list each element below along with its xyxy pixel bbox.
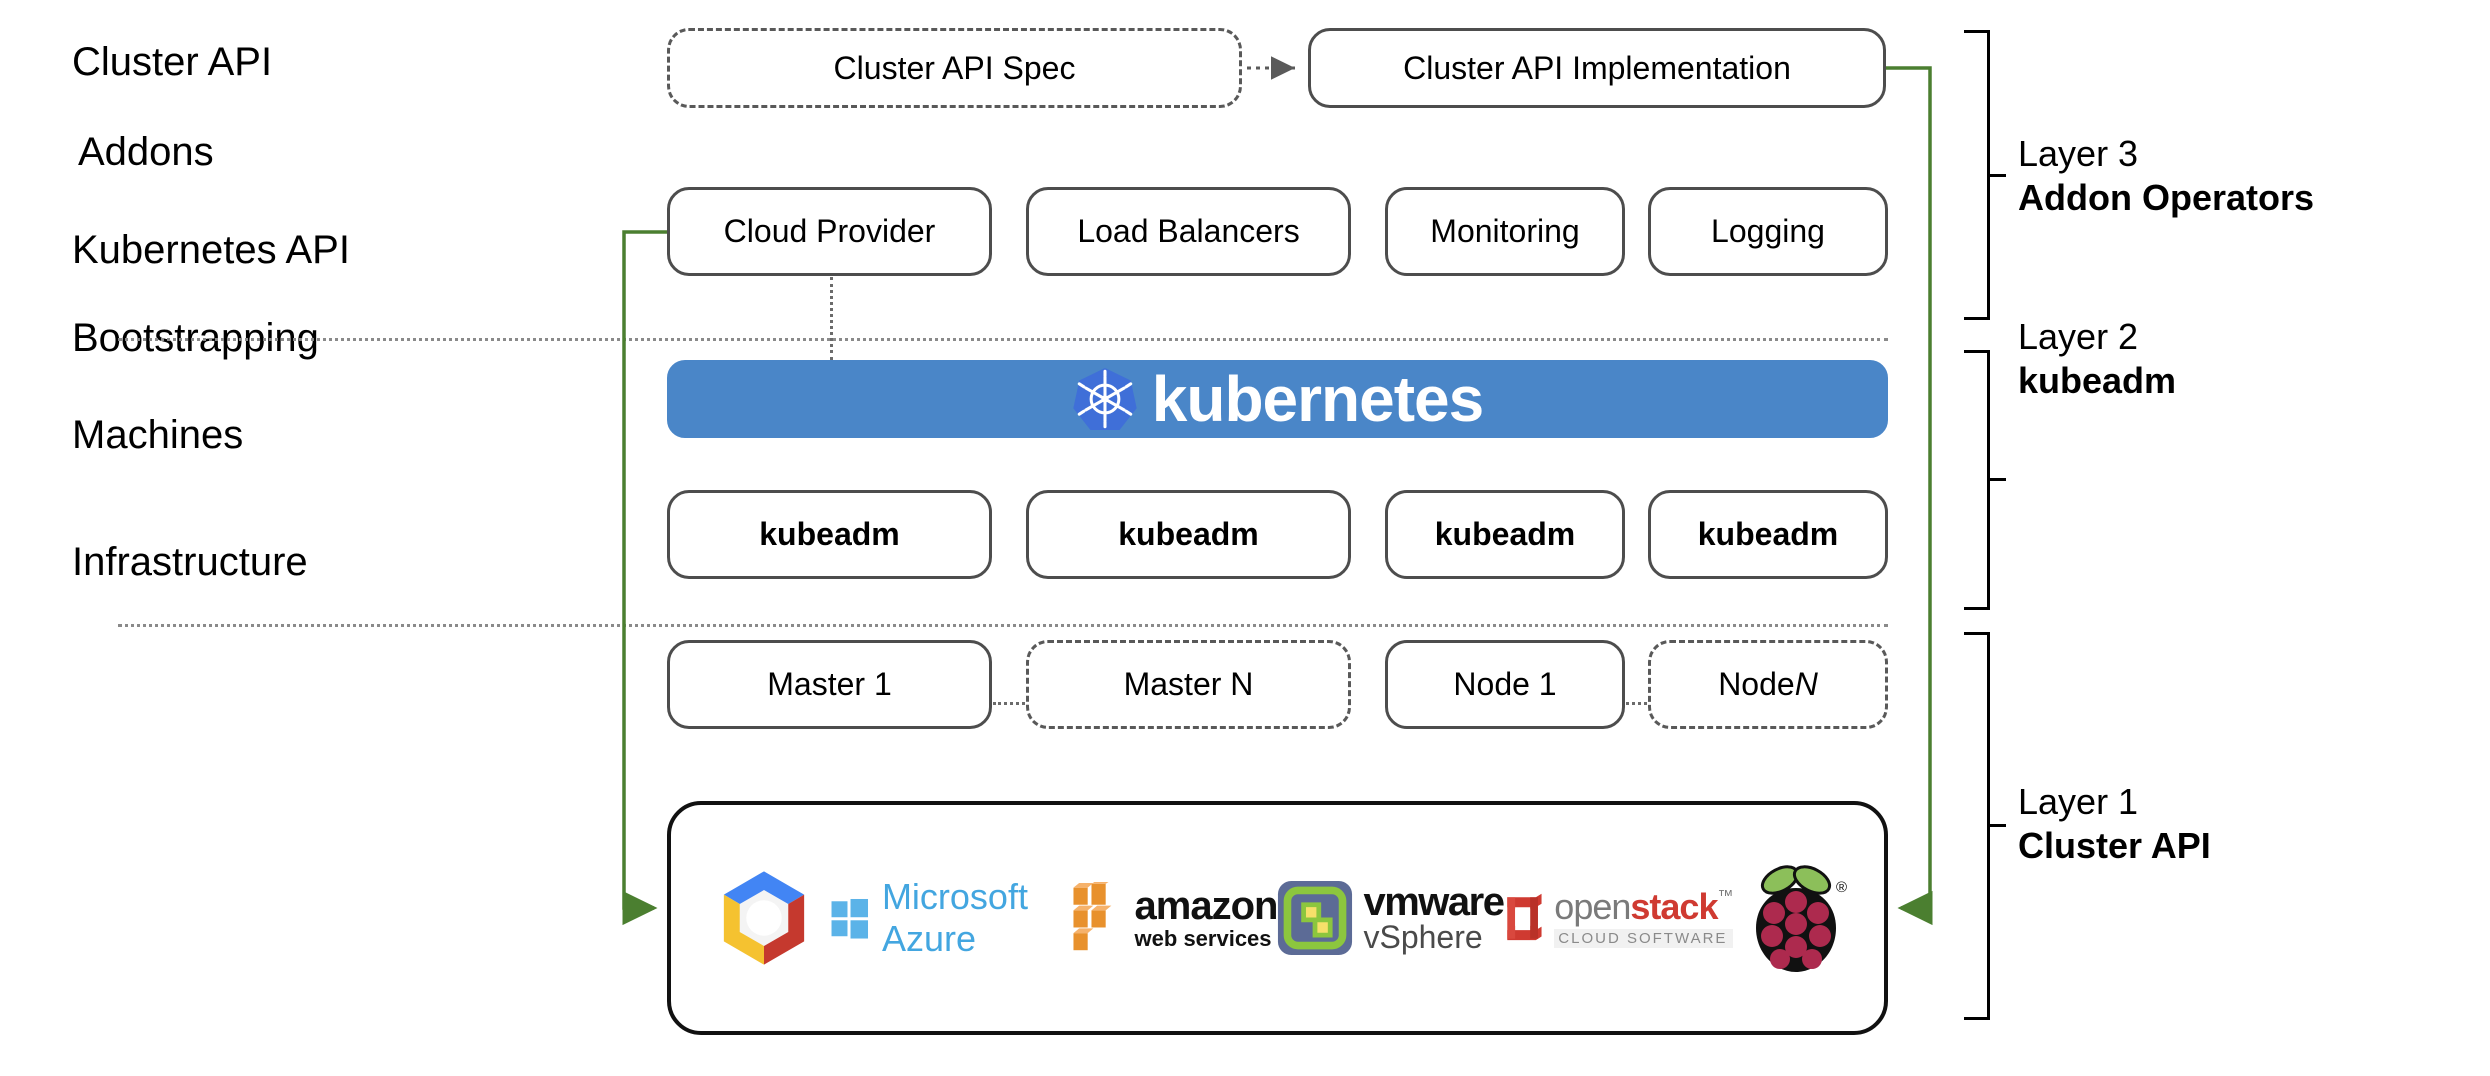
amazon-web-services-logo: amazon web services [1071, 805, 1278, 1031]
node-ellipsis-connector [1626, 702, 1647, 705]
layer-2-name: kubeadm [2018, 359, 2177, 401]
row-label-cluster-api: Cluster API [72, 40, 273, 84]
row-label-kubernetes-api: Kubernetes API [72, 228, 350, 272]
aws-wordmark-amazon: amazon [1134, 884, 1279, 928]
layer-3-number: Layer 3 [2018, 133, 2139, 174]
separator-layer3-layer2 [118, 338, 1888, 341]
layer-label-2: Layer 2 kubeadm [2018, 315, 2176, 403]
layer-1-name: Cluster API [2018, 824, 2211, 866]
openstack-tagline: CLOUD SOFTWARE [1554, 928, 1734, 948]
openstack-wordmark-stack: stack [1630, 885, 1718, 927]
google-cloud-platform-logo [697, 805, 830, 1031]
node-n-italic-suffix: N [1794, 666, 1818, 702]
layer-label-1: Layer 1 Cluster API [2018, 780, 2211, 868]
implementation-to-infrastructure-arrow [1886, 66, 1933, 926]
cluster-api-implementation-box[interactable]: Cluster API Implementation [1308, 28, 1886, 108]
brace-nub-layer-2 [1990, 478, 2006, 481]
openstack-logo: open stack ™ CLOUD SOFTWARE [1503, 805, 1734, 1031]
kubeadm-box-4[interactable]: kubeadm [1648, 490, 1888, 579]
addon-box-logging[interactable]: Logging [1648, 187, 1888, 276]
raspberry-pi-logo: ® [1733, 805, 1858, 1031]
layer-2-number: Layer 2 [2018, 316, 2139, 357]
addon-box-load-balancers[interactable]: Load Balancers [1026, 187, 1351, 276]
vmware-wordmark: vmware [1363, 879, 1504, 924]
microsoft-azure-logo: Microsoft Azure [830, 805, 1070, 1031]
row-label-machines: Machines [72, 413, 244, 457]
brace-nub-layer-1 [1990, 824, 2006, 827]
machine-box-node-1[interactable]: Node 1 [1385, 640, 1625, 729]
kubeadm-box-2[interactable]: kubeadm [1026, 490, 1351, 579]
kubernetes-api-bar[interactable]: kubernetes [667, 360, 1888, 438]
node-n-label: Node [1718, 666, 1795, 702]
kubeadm-box-1[interactable]: kubeadm [667, 490, 992, 579]
openstack-wordmark-open: open [1554, 885, 1631, 927]
brace-layer-2 [1964, 350, 1990, 610]
cloud-provider-to-infrastructure-arrow [622, 230, 667, 926]
cloud-provider-to-kubernetes-connector [830, 277, 833, 360]
aws-wordmark-webservices: web services [1134, 926, 1272, 951]
brace-nub-layer-3 [1990, 174, 2006, 177]
kubernetes-wordmark: kubernetes [1151, 363, 1484, 435]
provider-logo-strip: Microsoft Azure [671, 805, 1884, 1031]
infrastructure-box[interactable]: Microsoft Azure [667, 801, 1888, 1035]
kubeadm-box-3[interactable]: kubeadm [1385, 490, 1625, 579]
openstack-trademark-icon: ™ [1717, 887, 1734, 905]
layer-3-name: Addon Operators [2018, 176, 2315, 218]
vsphere-wordmark: vSphere [1363, 918, 1483, 955]
machine-box-node-n[interactable]: Node N [1648, 640, 1888, 729]
kubernetes-helm-logo [1072, 366, 1138, 432]
cluster-api-spec-box[interactable]: Cluster API Spec [667, 28, 1242, 108]
svg-text:®: ® [1836, 879, 1847, 896]
row-label-infrastructure: Infrastructure [72, 540, 308, 584]
brace-layer-1 [1964, 632, 1990, 1020]
separator-layer2-layer1 [118, 624, 1888, 627]
brace-layer-3 [1964, 30, 1990, 320]
row-label-addons: Addons [78, 130, 214, 174]
master-ellipsis-connector [993, 702, 1025, 705]
machine-box-master-n[interactable]: Master N [1026, 640, 1351, 729]
addon-box-monitoring[interactable]: Monitoring [1385, 187, 1625, 276]
addon-box-cloud-provider[interactable]: Cloud Provider [667, 187, 992, 276]
layer-1-number: Layer 1 [2018, 781, 2139, 822]
machine-box-master-1[interactable]: Master 1 [667, 640, 992, 729]
azure-wordmark: Microsoft Azure [881, 876, 1028, 959]
vmware-vsphere-logo: vmware vSphere [1277, 805, 1505, 1031]
layer-label-3: Layer 3 Addon Operators [2018, 132, 2314, 220]
